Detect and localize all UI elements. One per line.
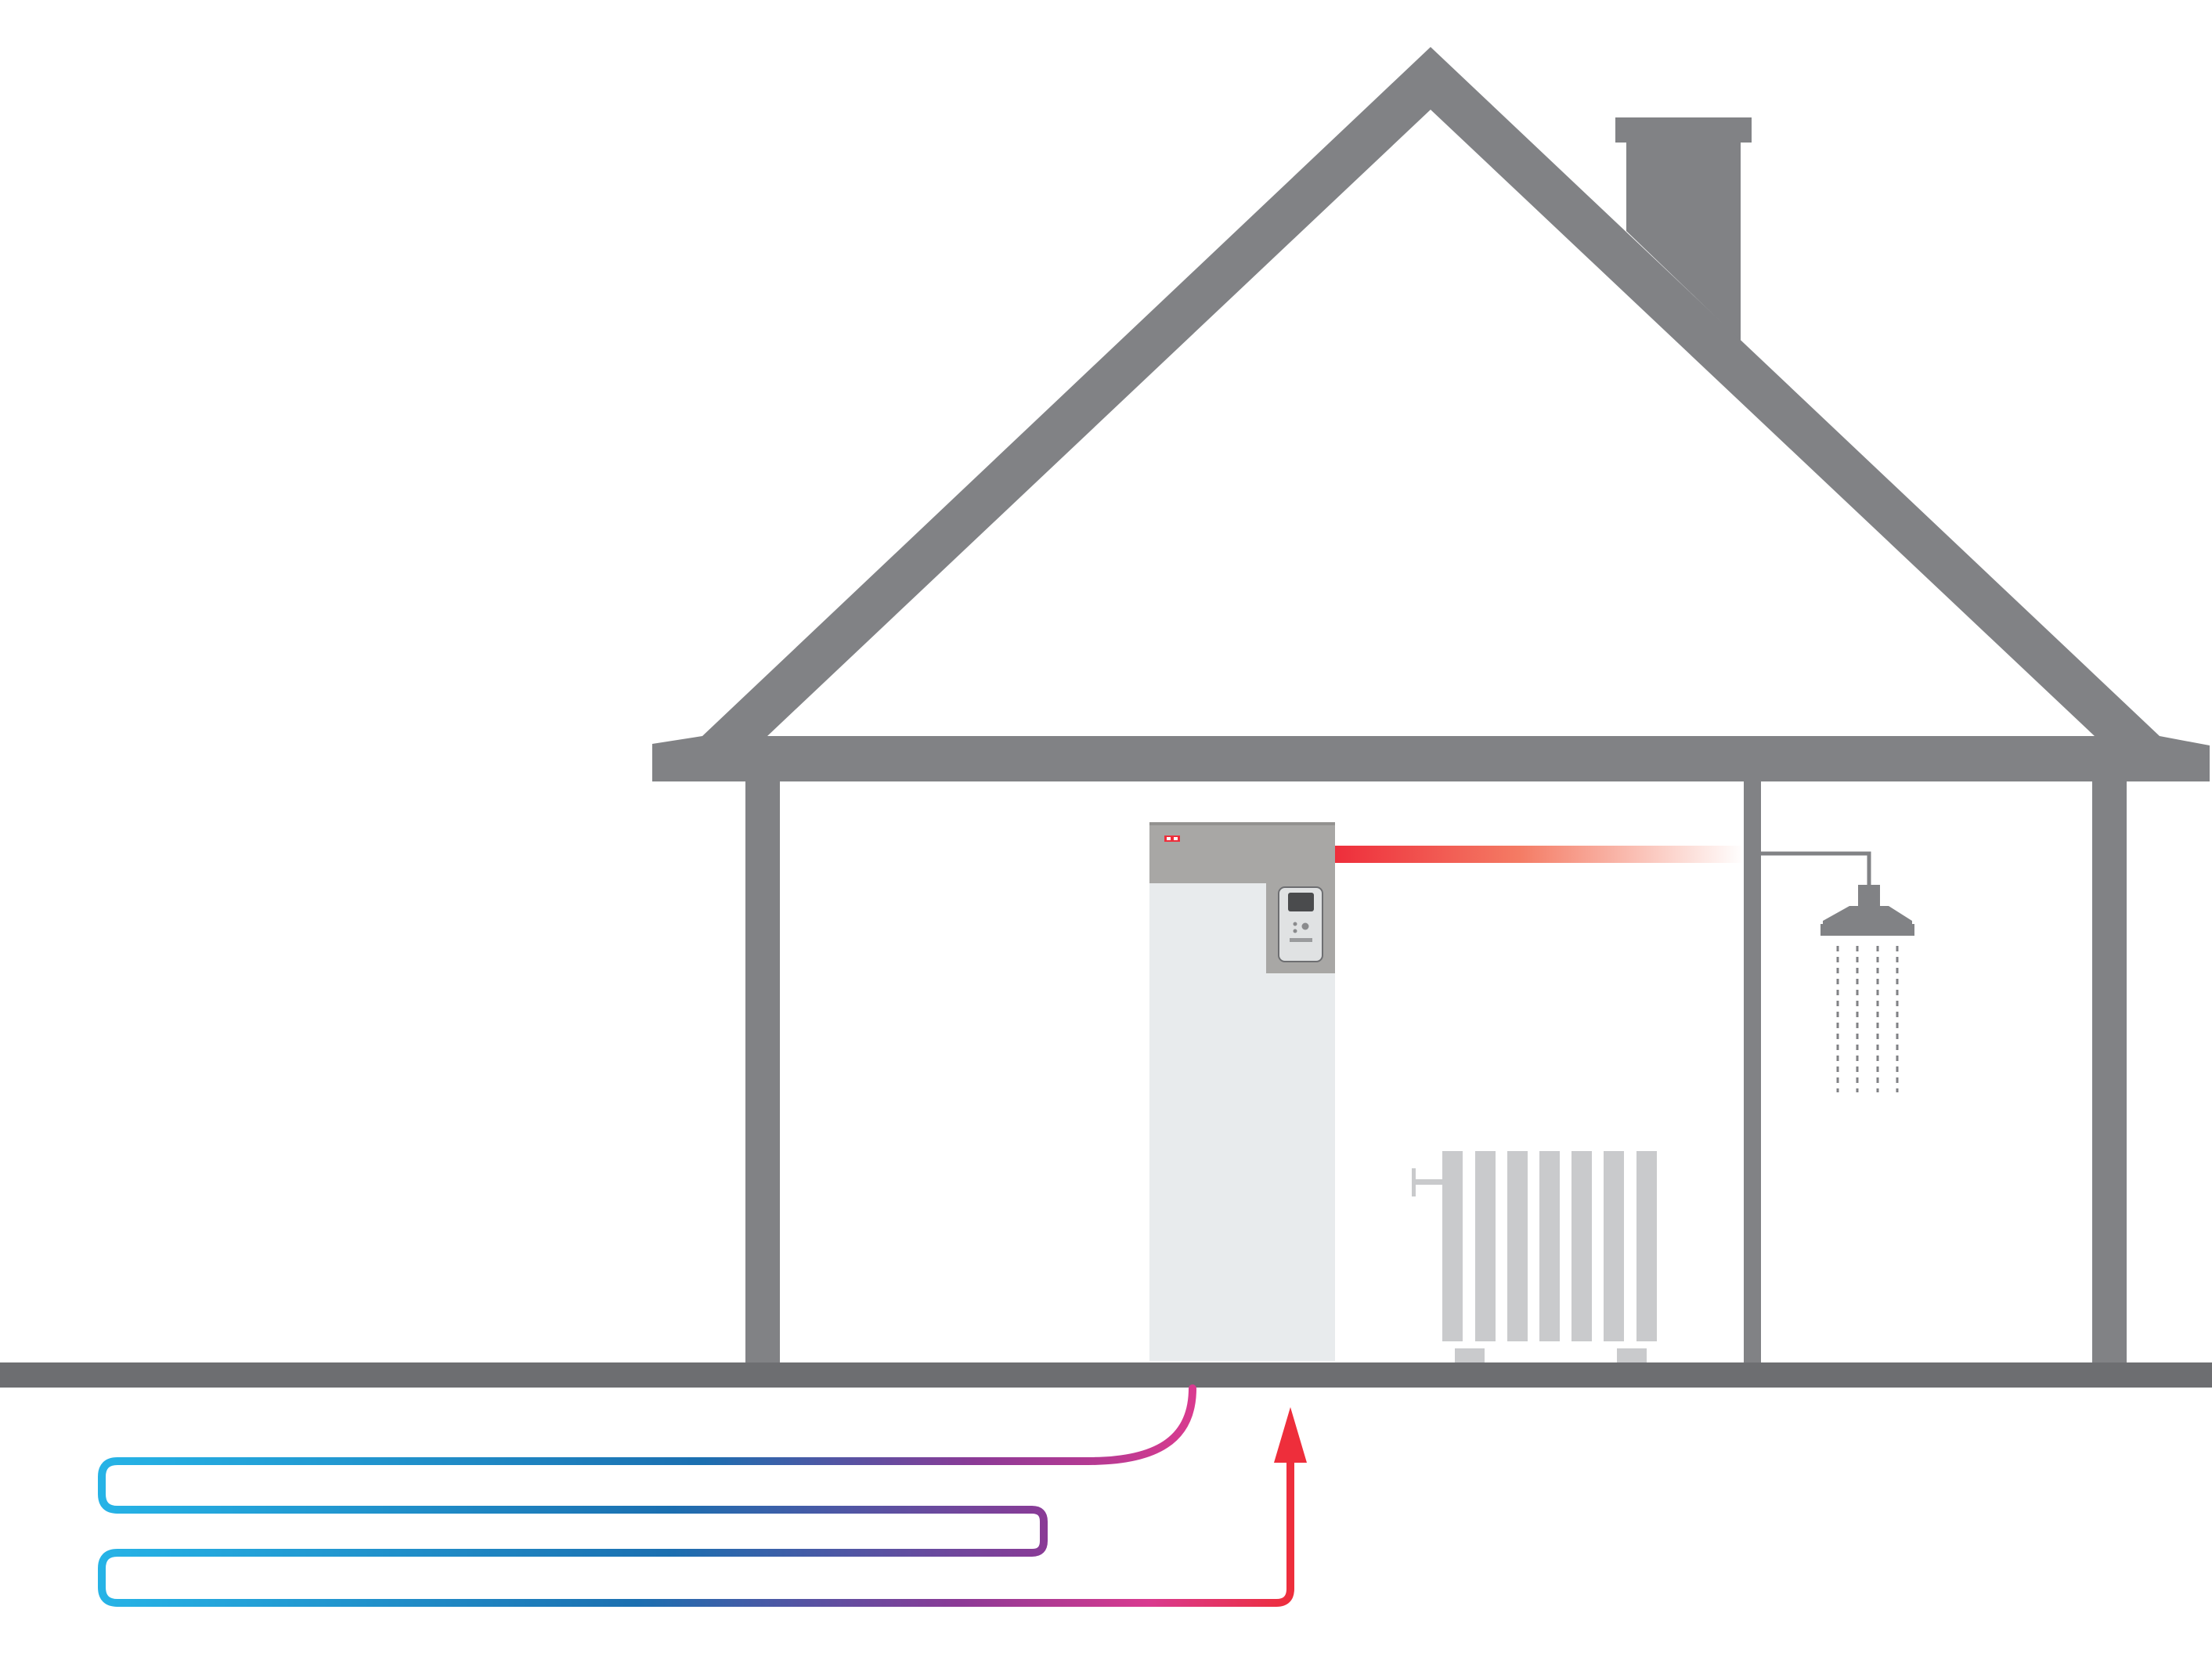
shower-pipe <box>1761 851 1871 889</box>
button-icon <box>1293 929 1297 933</box>
radiator-valve-stem <box>1414 1179 1444 1185</box>
screen-icon <box>1288 893 1314 911</box>
right-wall <box>2092 781 2127 1365</box>
radiator-fin <box>1539 1151 1560 1341</box>
heat-pump-top-panel <box>1149 822 1335 883</box>
radiator-foot <box>1617 1348 1647 1362</box>
radiator-fin <box>1475 1151 1496 1341</box>
ground-line <box>0 1362 2212 1388</box>
radiator-foot <box>1455 1348 1485 1362</box>
radiator-fin <box>1636 1151 1657 1341</box>
shower-head <box>1761 851 1914 1092</box>
loop-middle-run <box>98 1506 1048 1607</box>
house-outline <box>652 47 2210 1367</box>
ground-collector-loop <box>98 1384 1294 1607</box>
radiator-fin <box>1442 1151 1463 1341</box>
radiator-valve <box>1412 1168 1416 1196</box>
left-wall <box>745 781 780 1365</box>
interior-wall <box>1744 781 1761 1367</box>
knob-icon <box>1301 922 1309 930</box>
brand-logo <box>1164 836 1180 842</box>
radiator-fin <box>1604 1151 1624 1341</box>
roof <box>702 47 2160 736</box>
ceiling-beam <box>652 736 2210 781</box>
radiator-fin <box>1507 1151 1528 1341</box>
shower-water <box>1836 946 1899 1092</box>
slot-icon <box>1290 938 1312 942</box>
radiator-fin <box>1571 1151 1592 1341</box>
button-icon <box>1293 922 1297 926</box>
loop-flow-run <box>114 1453 1294 1607</box>
radiator <box>1412 1151 1657 1362</box>
hot-water-pipe <box>1335 846 1744 863</box>
chimney <box>1615 117 1752 341</box>
heat-pump-unit <box>1149 822 1335 1361</box>
heat-pump-top-edge <box>1149 822 1335 825</box>
control-display <box>1278 886 1323 962</box>
loop-return-run <box>98 1384 1196 1514</box>
arrow-up-icon <box>1274 1407 1307 1463</box>
